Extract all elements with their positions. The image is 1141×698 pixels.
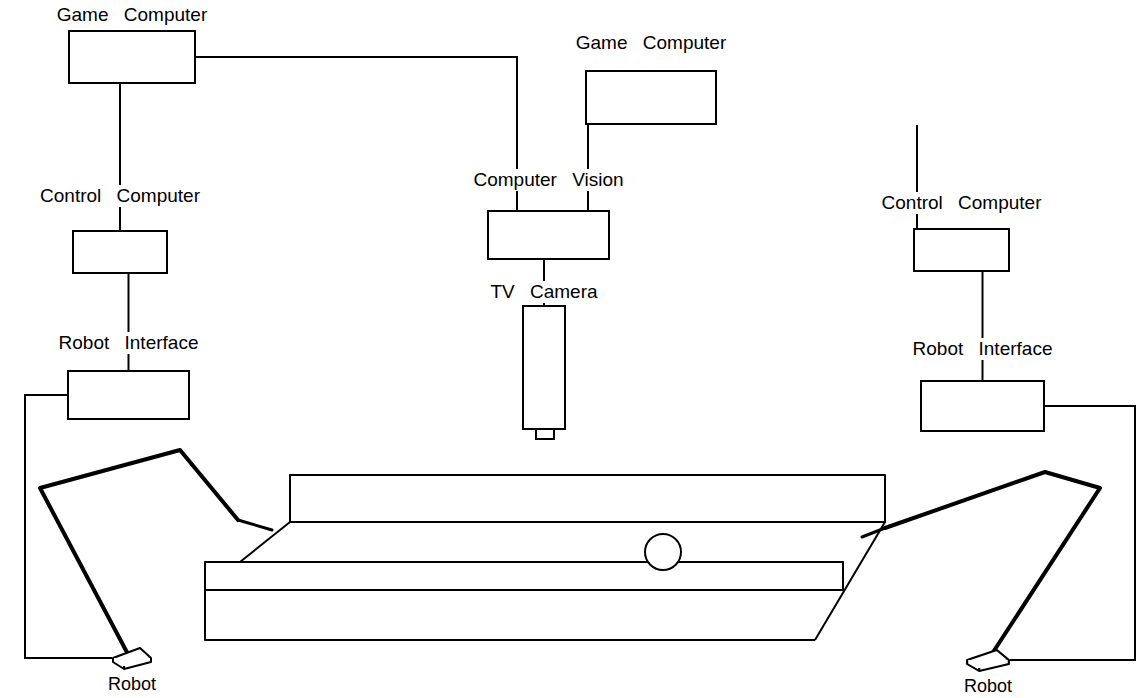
node-label: Robot [105,674,159,694]
robot-base-outline [966,648,1010,672]
camera-outline [522,305,566,430]
node-label: Robot Interface [56,332,202,354]
robot-base-outline [112,646,152,670]
game-table [205,475,885,640]
node-label: Control Computer [879,192,1045,214]
node-label: Game Computer [54,4,210,26]
node-label: Robot [961,676,1015,696]
ball [645,534,681,570]
computer-box: Robot Interface [67,370,190,420]
cable-line [119,84,121,230]
computer-box: Control Computer [72,230,168,274]
cable-line [982,272,984,380]
cable-line [25,395,112,658]
cable-line [1010,406,1135,660]
cable-line [128,274,130,370]
node-label: Game Computer [573,32,729,54]
robot-arm [40,450,1100,660]
robot-base: Robot [112,646,152,670]
camera-symbol: TV Camera [522,305,566,430]
computer-box: Control Computer [913,228,1010,272]
robot-base: Robot [966,648,1010,672]
node-label: TV Camera [487,281,600,303]
node-label: Computer Vision [470,169,626,191]
node-label: Control Computer [37,185,203,207]
computer-box: Computer Vision [487,210,610,260]
computer-box: Robot Interface [920,380,1045,432]
node-label: Robot Interface [910,338,1056,360]
computer-box: Game Computer [68,30,196,84]
computer-box: Game Computer [585,70,717,125]
cable-line [196,57,517,210]
